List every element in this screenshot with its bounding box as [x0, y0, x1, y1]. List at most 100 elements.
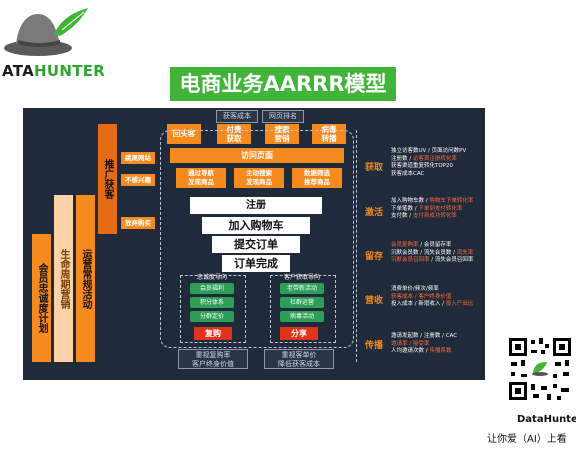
top-label-ranking: 网页排名 — [262, 110, 304, 123]
vertical-label-ops-text: 运营常规活动 — [80, 248, 91, 309]
sub-action-nav-l2: 发现商品 — [188, 178, 214, 186]
metric-hot: 会员复购率 — [391, 242, 419, 248]
metric-text: 沉默会员数 / 流失会员数 / — [391, 249, 457, 256]
loyalty-frame — [180, 275, 246, 343]
metric-text: 邀请发起数 / 注册数 / CAC — [391, 333, 458, 339]
metric-line: 消费单价/频次/频率 — [391, 286, 473, 294]
metric-line: 独立访客数UV / 页面访问数PV — [391, 148, 466, 156]
channel-paid-l2: 获取 — [226, 134, 242, 143]
metric-line: 邀请率 / 接受率 — [391, 341, 457, 349]
leaf-icon — [533, 362, 547, 374]
sub-action-recommend: 数据筛选推荐商品 — [292, 168, 342, 188]
sub-action-search-l2: 发现商品 — [246, 178, 272, 186]
metric-text: 获客成本CAC — [391, 170, 425, 177]
metric-text: 独立访客数UV / 页面访问数PV — [391, 148, 467, 154]
sub-action-search-l1: 主动搜索 — [246, 169, 272, 177]
channel-paid: 付费获取 — [217, 124, 251, 144]
loyalty-item-points: 积分体系 — [190, 297, 234, 308]
metric-text: 获客渠道重复转化TOP20 — [391, 163, 454, 169]
stage-revenue-metrics: 消费单价/频次/频率 获客成本 / 客户终身价值 投入成本 / 新增收入 / 投… — [391, 286, 473, 309]
left-label-abandon: 放弃购买 — [121, 217, 155, 229]
metric-hot: 访客首注册转化率 — [412, 155, 457, 162]
metric-line: 支付数 / 支付到成功转化率 — [391, 213, 473, 221]
bottom-note-repurchase: 重视复购率客户终身价值 — [178, 349, 248, 369]
hat-icon — [4, 8, 88, 56]
brand-wordmark: ATAHUNTER — [2, 62, 105, 80]
stage-activation-metrics: 加入购物车数 / 购物车下单转化率 下单笔数 / 下单到支付转化率 支付数 / … — [391, 198, 473, 221]
channel-viral-l1: 病毒 — [321, 125, 337, 134]
channel-search: 搜索营销 — [265, 124, 299, 144]
metric-text: 消费单价/频次/频率 — [391, 286, 439, 292]
metric-line: 沉默会员召回率 / 流失会员召回率 — [391, 257, 473, 265]
vertical-label-promo-text: 推广获客 — [102, 159, 113, 199]
metric-text: 注册数 / — [391, 155, 413, 162]
loyalty-guide-label: 忠诚度导向 — [196, 274, 227, 281]
stage-bracket — [356, 130, 361, 362]
stage-acquisition-metrics: 独立访客数UV / 页面访问数PV 注册数 / 访客首注册转化率 获客渠道重复转… — [391, 148, 466, 178]
loyalty-item-benefits: 会员福利 — [190, 283, 234, 294]
metric-line: 加入购物车数 / 购物车下单转化率 — [391, 198, 473, 206]
funnel-step-register: 注册 — [190, 197, 322, 214]
sub-action-recommend-l2: 推荐商品 — [304, 178, 330, 186]
bottom-note-repurchase-l1: 重视复购率 — [195, 351, 231, 359]
left-label-uninterested: 不感兴趣 — [121, 174, 155, 186]
metric-hot: 沉默会员召回率 — [391, 257, 430, 263]
acquire-frame — [270, 275, 336, 343]
metric-line: 获客成本 / 客户终身价值 — [391, 294, 473, 302]
bottom-note-unitprice-l1: 重视客单价 — [281, 351, 317, 359]
brand-suffix: HUNTER — [34, 62, 106, 80]
visit-page-bar: 访问页面 — [170, 148, 344, 163]
channel-search-l2: 营销 — [274, 134, 290, 143]
brand-logo — [4, 4, 90, 62]
stage-revenue: 营收 — [365, 296, 384, 306]
action-repurchase: 复购 — [194, 327, 232, 340]
stage-activation: 激活 — [365, 208, 384, 218]
sub-action-recommend-l1: 数据筛选 — [304, 169, 330, 177]
metric-text: / 会员留存率 — [418, 242, 452, 248]
metric-hot: 投入产出比 — [445, 301, 474, 307]
stage-acquisition: 获取 — [365, 163, 384, 173]
stage-referral-metrics: 邀请发起数 / 注册数 / CAC 邀请率 / 接受率 人均邀请次数 / 传播系… — [391, 333, 457, 356]
metric-line: 邀请发起数 / 注册数 / CAC — [391, 333, 457, 341]
channel-returning-text: 回头客 — [172, 129, 196, 138]
vertical-label-loyalty-text: 会员忠诚度计划 — [36, 263, 47, 333]
acquire-guide-label: 客户获取导向 — [283, 274, 320, 281]
metric-line: 沉默会员数 / 流失会员数 / 流失率 — [391, 250, 473, 258]
metric-hot: 获客成本 / 客户终身价值 — [391, 293, 452, 300]
metric-hot: 下单到支付转化率 — [418, 205, 463, 212]
channel-returning: 回头客 — [167, 124, 201, 144]
left-label-bounce: 跳离网站 — [121, 152, 155, 164]
metric-hot: 邀请率 / 接受率 — [391, 340, 430, 347]
metric-text: 加入购物车数 / — [391, 198, 430, 204]
metric-hot: 支付到成功转化率 — [412, 213, 457, 219]
metric-line: 人均邀请次数 / 传播系数 — [391, 348, 457, 356]
vertical-label-promo: 推广获客 — [98, 124, 117, 234]
stage-retention-metrics: 会员复购率 / 会员留存率 沉默会员数 / 流失会员数 / 流失率 沉默会员召回… — [391, 242, 473, 265]
footer-slogan: 让你爱（AI）上看 — [487, 434, 567, 445]
metric-line: 会员复购率 / 会员留存率 — [391, 242, 473, 250]
metric-text: 投入成本 / 新增收入 / — [391, 301, 446, 307]
channel-search-l1: 搜索 — [274, 125, 290, 134]
bottom-note-unitprice-l2: 降低获客成本 — [278, 360, 320, 368]
outer-loop-frame — [160, 130, 354, 348]
vertical-label-lifecycle-text: 生命周期营销 — [58, 248, 69, 309]
metric-hot: 流失率 — [456, 249, 474, 256]
footer-brand: DataHunter — [517, 414, 576, 425]
metric-line: 获客渠道重复转化TOP20 — [391, 163, 466, 171]
funnel-step-complete: 订单完成 — [222, 255, 290, 272]
funnel-step-submit: 提交订单 — [212, 236, 300, 253]
bottom-note-unitprice: 重视客单价降低获客成本 — [264, 349, 334, 369]
vertical-label-lifecycle: 生命周期营销 — [54, 195, 73, 362]
qr-code-icon — [507, 336, 573, 402]
loyalty-item-pricing: 分群定价 — [190, 311, 234, 322]
metric-line: 下单笔数 / 下单到支付转化率 — [391, 206, 473, 214]
metric-text: 下单笔数 / — [391, 205, 419, 212]
metric-hot: 购物车下单转化率 — [429, 198, 474, 204]
stage-referral: 传播 — [365, 341, 384, 351]
qr-code — [507, 336, 573, 402]
acquire-item-community: 社群运营 — [280, 297, 324, 308]
bottom-note-repurchase-l2: 客户终身价值 — [192, 360, 234, 368]
stage-retention: 留存 — [365, 252, 384, 262]
sub-action-nav: 通过导航发现商品 — [176, 168, 226, 188]
action-share: 分享 — [280, 327, 318, 340]
